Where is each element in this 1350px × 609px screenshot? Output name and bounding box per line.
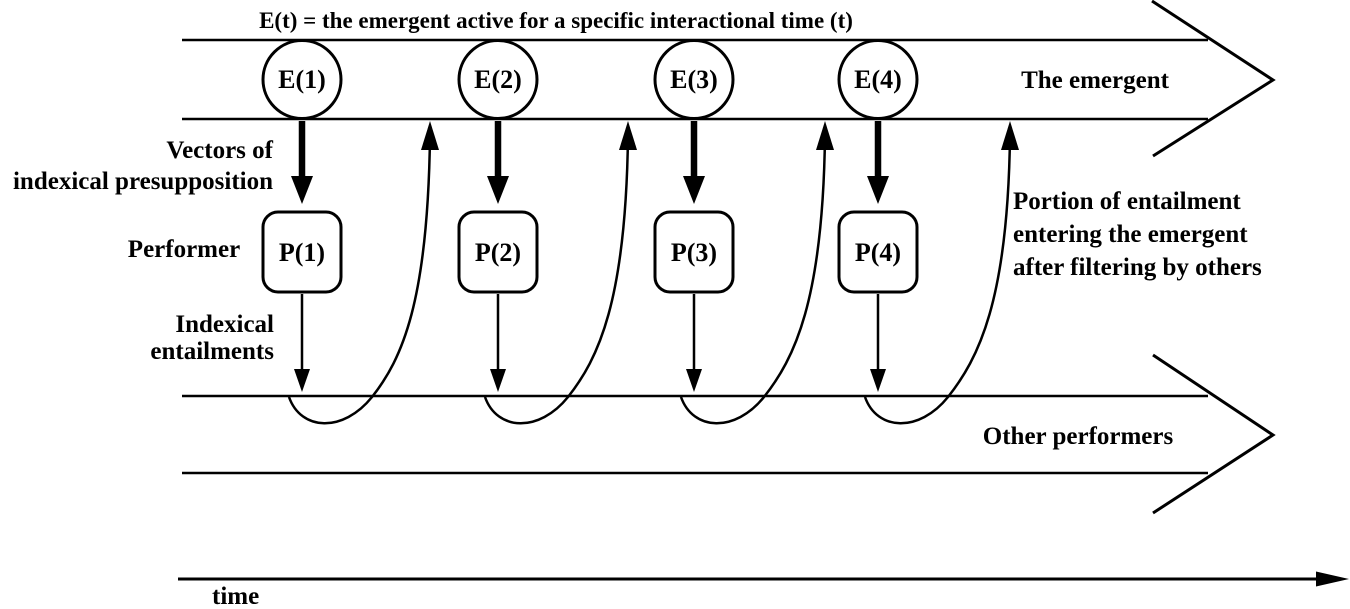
performer-node-P4: [837, 210, 919, 294]
time-axis-arrowhead: [1316, 571, 1349, 587]
filtered-return-curve-1: [287, 134, 432, 425]
performer-node-P4-label: P(4): [855, 238, 901, 267]
emergent-band-arrowhead: [1151, 0, 1276, 158]
emergent-node-E3: [653, 39, 735, 120]
filtered-return-curve-2-head: [619, 121, 637, 150]
filtered-return-curve-4: [863, 134, 1012, 425]
emergent-node-E3-label: E(3): [670, 65, 718, 94]
presupposition-arrow-4-head: [867, 176, 889, 204]
timestep-column-3: E(3) P(3): [653, 39, 834, 425]
performer-node-P3-label: P(3): [671, 238, 717, 267]
time-axis: time: [178, 571, 1349, 609]
performer-node-P3: [653, 210, 735, 294]
presupposition-arrow-3-head: [683, 176, 705, 204]
entailment-label-line1: Indexical: [175, 311, 274, 338]
portion-annotation: Portion of entailment entering the emerg…: [1013, 188, 1262, 281]
left-annotations: Vectors of indexical presupposition Perf…: [13, 137, 274, 365]
filtered-return-curve-4-head: [1001, 121, 1019, 150]
emergent-node-E2: [457, 39, 539, 120]
presupposition-label-line2: indexical presupposition: [13, 168, 273, 195]
emergent-node-E1: [261, 39, 343, 120]
entailment-arrow-1-head: [294, 369, 310, 392]
presupposition-arrow-2-head: [487, 176, 509, 204]
timestep-column-4: E(4) P(4): [837, 39, 1019, 425]
performer-node-P2-label: P(2): [475, 238, 521, 267]
filtered-return-curve-3-head: [816, 121, 834, 150]
performer-node-P1: [261, 210, 343, 294]
other-performers-band: Other performers: [182, 353, 1276, 515]
other-performers-arrowhead: [1152, 353, 1276, 515]
presupposition-arrow-1-head: [291, 176, 313, 204]
performer-node-P2: [457, 210, 539, 294]
emergent-node-E2-label: E(2): [474, 65, 522, 94]
portion-label-line1: Portion of entailment: [1013, 188, 1241, 215]
entailment-arrow-3-head: [686, 369, 702, 392]
entailment-arrow-2-head: [490, 369, 506, 392]
entailment-label-line2: entailments: [150, 338, 274, 365]
filtered-return-curve-2: [483, 134, 630, 425]
portion-label-line2: entering the emergent: [1013, 221, 1248, 248]
filtered-return-curve-3: [679, 134, 827, 425]
figure-title: E(t) = the emergent active for a specifi…: [259, 8, 853, 33]
emergent-node-E4-label: E(4): [854, 65, 902, 94]
emergent-node-E4: [837, 39, 919, 120]
portion-label-line3: after filtering by others: [1013, 254, 1262, 281]
timestep-column-1: E(1) P(1): [261, 39, 439, 425]
emergent-band-label: The emergent: [1021, 67, 1170, 94]
performer-row-label: Performer: [128, 236, 240, 263]
entailment-arrow-4-head: [870, 369, 886, 392]
time-axis-label: time: [212, 583, 259, 609]
emergent-node-E1-label: E(1): [278, 65, 326, 94]
timestep-column-2: E(2) P(2): [457, 39, 637, 425]
other-performers-label: Other performers: [983, 423, 1174, 450]
presupposition-label-line1: Vectors of: [166, 137, 273, 164]
filtered-return-curve-1-head: [421, 121, 439, 150]
performer-node-P1-label: P(1): [279, 238, 325, 267]
